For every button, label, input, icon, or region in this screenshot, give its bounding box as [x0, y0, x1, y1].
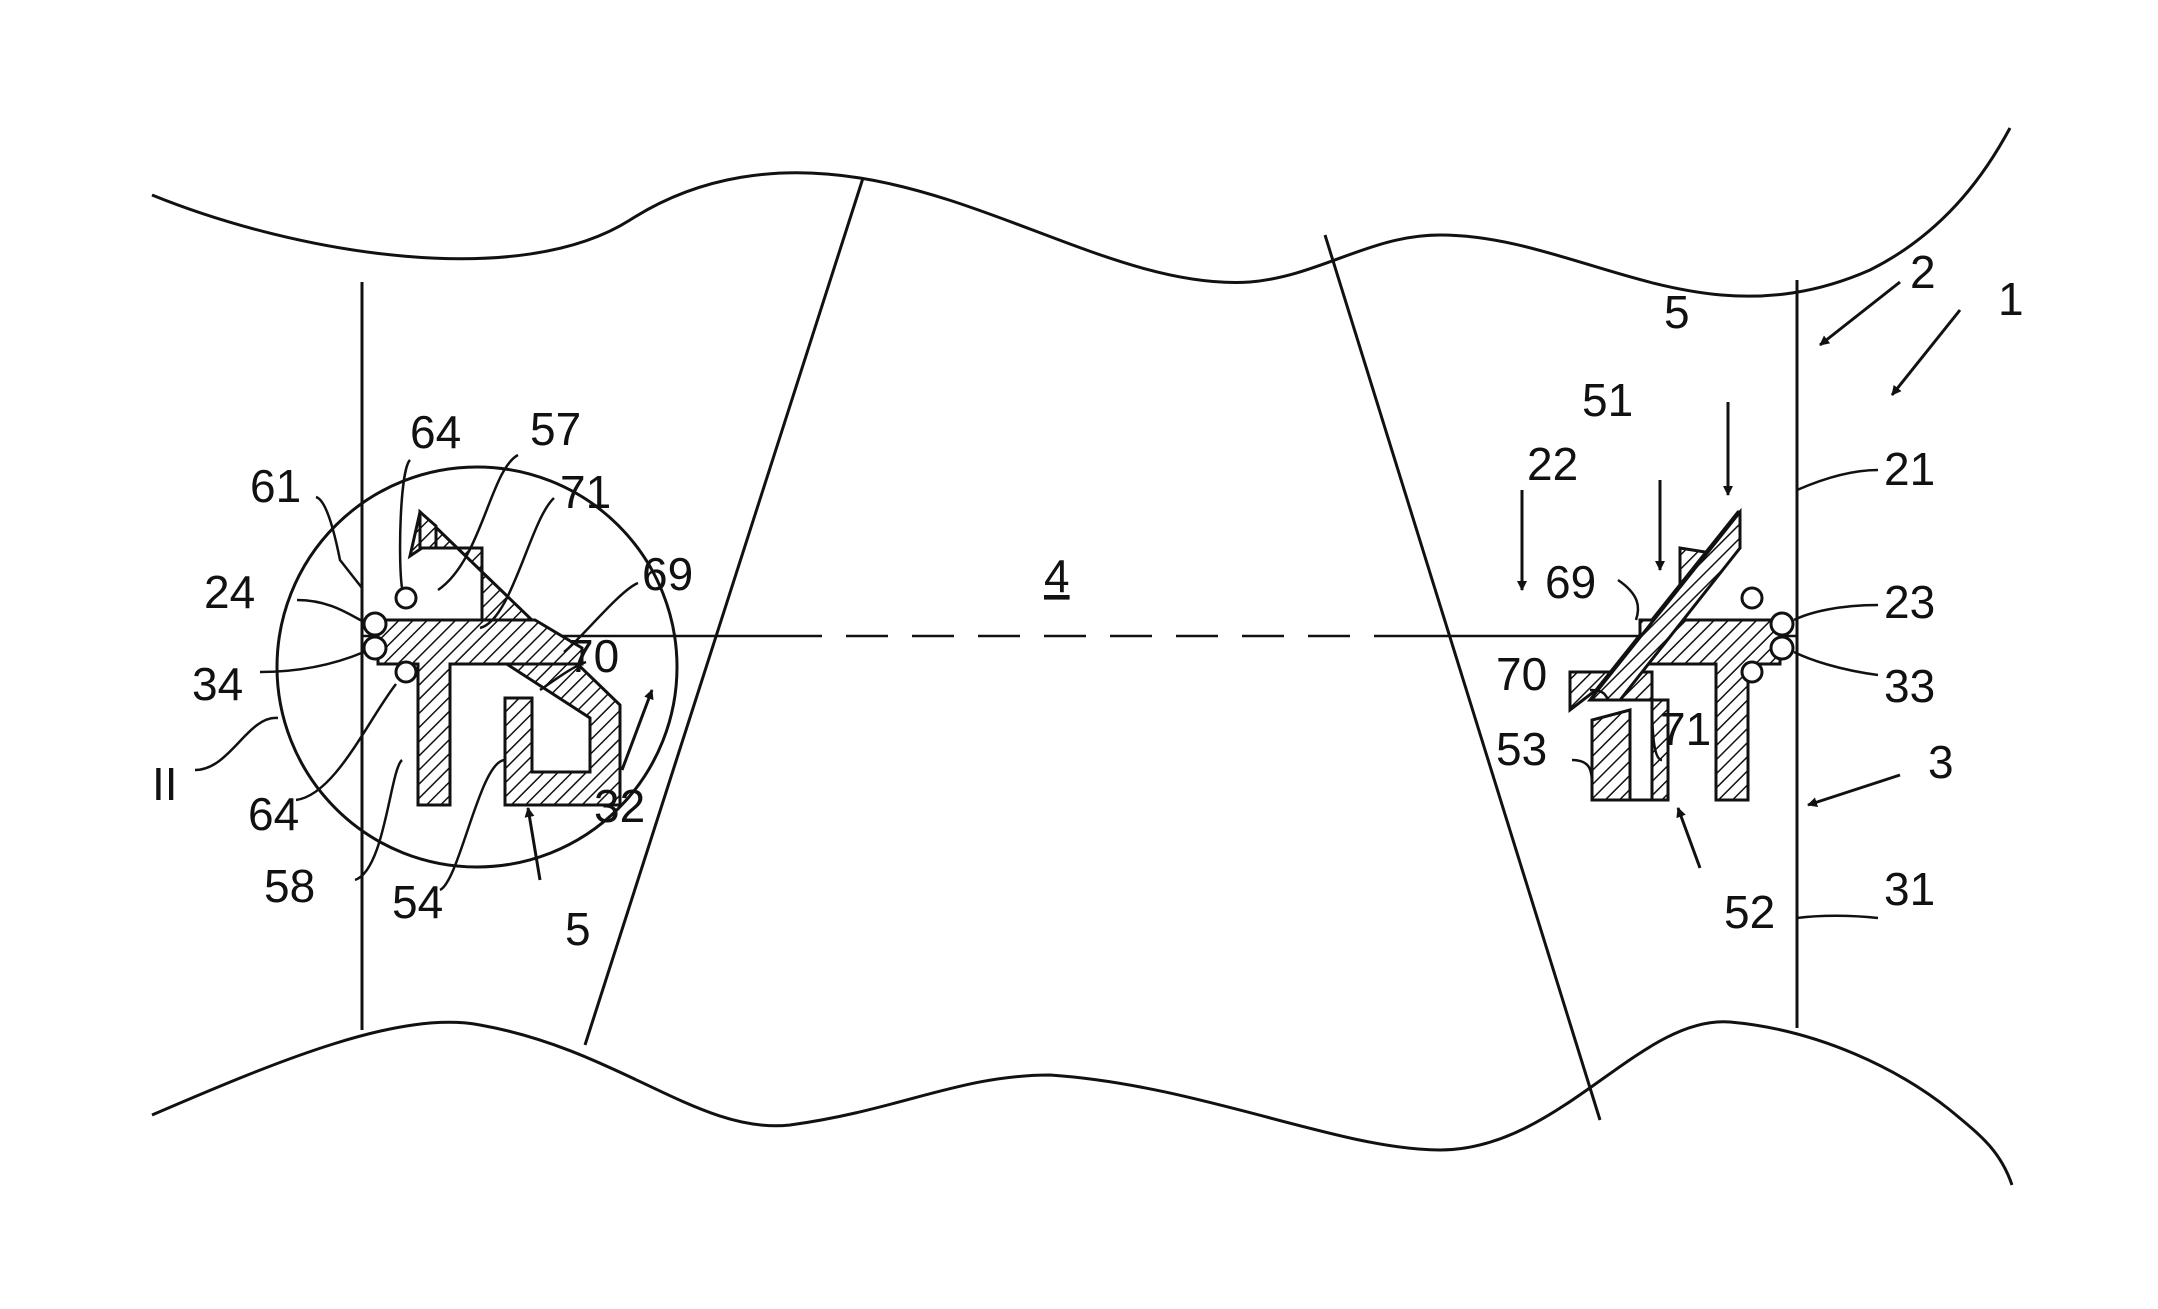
label-4: 4	[1044, 550, 1070, 602]
label-57: 57	[530, 403, 581, 455]
label-52: 52	[1724, 886, 1775, 938]
label-21: 21	[1884, 443, 1935, 495]
label-54: 54	[392, 876, 443, 928]
arrow-32	[622, 690, 652, 770]
arrow-2	[1820, 282, 1900, 345]
right-slant-line	[1325, 235, 1600, 1120]
label-22: 22	[1527, 438, 1578, 490]
label-64-bottom: 64	[248, 788, 299, 840]
left-ring-64-top	[396, 588, 416, 608]
label-5-right: 5	[1664, 286, 1690, 338]
label-3: 3	[1928, 736, 1954, 788]
arrow-3	[1808, 775, 1900, 805]
left-ring-34	[364, 637, 386, 659]
label-31: 31	[1884, 863, 1935, 915]
arrow-5-left	[528, 808, 540, 880]
left-ring-24	[364, 613, 386, 635]
label-5-left: 5	[565, 903, 591, 955]
label-33: 33	[1884, 660, 1935, 712]
label-II: II	[152, 758, 178, 810]
left-ring-64-bottom	[396, 662, 416, 682]
label-70-right: 70	[1496, 648, 1547, 700]
label-70-left: 70	[568, 630, 619, 682]
left-slant-line	[585, 178, 863, 1045]
label-24: 24	[204, 566, 255, 618]
label-69-left: 69	[642, 548, 693, 600]
label-71-left: 71	[560, 466, 611, 518]
label-32: 32	[594, 780, 645, 832]
label-34: 34	[192, 658, 243, 710]
arrow-52	[1678, 808, 1700, 868]
label-2: 2	[1910, 246, 1936, 298]
label-64-top: 64	[410, 406, 461, 458]
right-ring-64-bottom	[1742, 662, 1762, 682]
label-53: 53	[1496, 723, 1547, 775]
right-ring-23	[1771, 613, 1793, 635]
right-seal-section	[1570, 512, 1780, 800]
label-23: 23	[1884, 576, 1935, 628]
label-61: 61	[250, 460, 301, 512]
label-58: 58	[264, 860, 315, 912]
label-69-right: 69	[1545, 556, 1596, 608]
label-1: 1	[1998, 273, 2024, 325]
top-break-line	[152, 128, 2010, 296]
right-ring-33	[1771, 637, 1793, 659]
bottom-break-line	[152, 1022, 2012, 1185]
arrow-1	[1892, 310, 1960, 395]
label-51: 51	[1582, 374, 1633, 426]
label-71-right: 71	[1660, 703, 1711, 755]
right-ring-64-top	[1742, 588, 1762, 608]
